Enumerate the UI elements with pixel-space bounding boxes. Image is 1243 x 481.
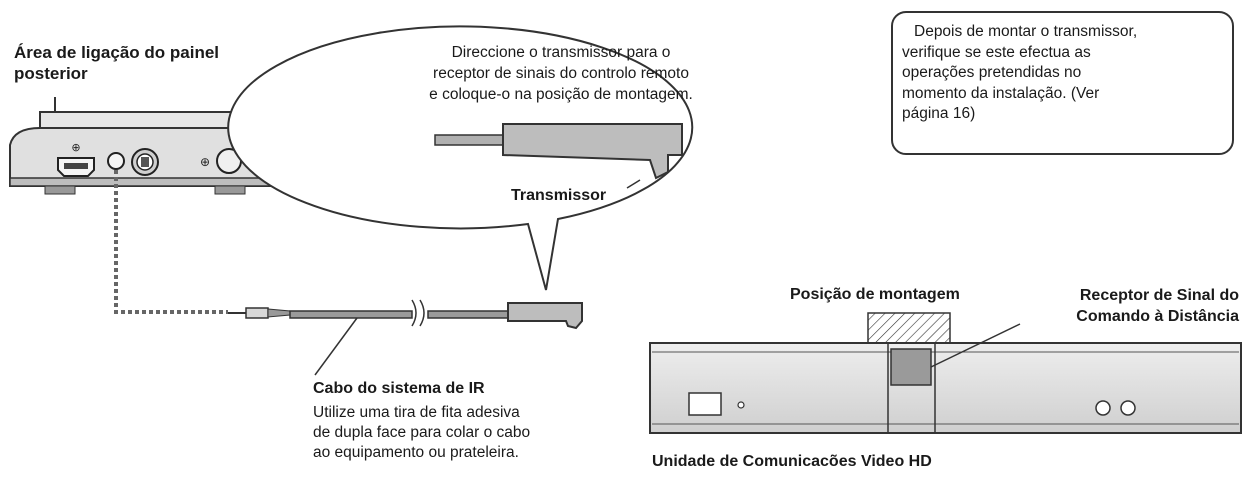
hd-communication-unit bbox=[649, 312, 1242, 434]
ir-cable bbox=[228, 299, 583, 376]
callout-bubble bbox=[227, 25, 694, 291]
remote-receiver-label: Receptor de Sinal do Comando à Distância bbox=[1076, 287, 1239, 325]
transmitter-illustration bbox=[434, 123, 683, 189]
rear-panel-label: Área de ligação do painel posterior bbox=[14, 43, 220, 83]
connection-dotted-line bbox=[114, 170, 228, 314]
rear-panel-device: ⊕ ⊕ bbox=[9, 97, 289, 195]
mounting-position-area bbox=[867, 312, 951, 344]
front-display-window bbox=[688, 392, 722, 416]
note-box bbox=[891, 11, 1234, 155]
hdmi-port: ⊕ bbox=[57, 141, 95, 177]
svg-text:⊕: ⊕ bbox=[200, 155, 210, 169]
callout-instruction: Direccione o transmissor para o receptor… bbox=[429, 44, 693, 103]
ir-cable-title: Cabo do sistema de IR bbox=[313, 380, 485, 397]
unit-name-label: Unidade de Comunicacões Video HD bbox=[652, 453, 932, 470]
indicator-led bbox=[737, 401, 745, 409]
svg-text:⊕: ⊕ bbox=[71, 141, 80, 154]
round-connector bbox=[131, 148, 159, 176]
front-jack-left bbox=[1095, 400, 1111, 416]
ir-cable-description: Utilize uma tira de fita adesiva de dupl… bbox=[313, 404, 531, 461]
installation-note: Depois de montar o transmissor, verifiqu… bbox=[902, 23, 1138, 122]
remote-signal-receiver bbox=[890, 348, 932, 386]
ir-jack bbox=[107, 152, 125, 170]
transmitter-label: Transmissor bbox=[511, 187, 607, 204]
mounting-position-label: Posição de montagem bbox=[790, 286, 960, 303]
front-jack-right bbox=[1120, 400, 1136, 416]
